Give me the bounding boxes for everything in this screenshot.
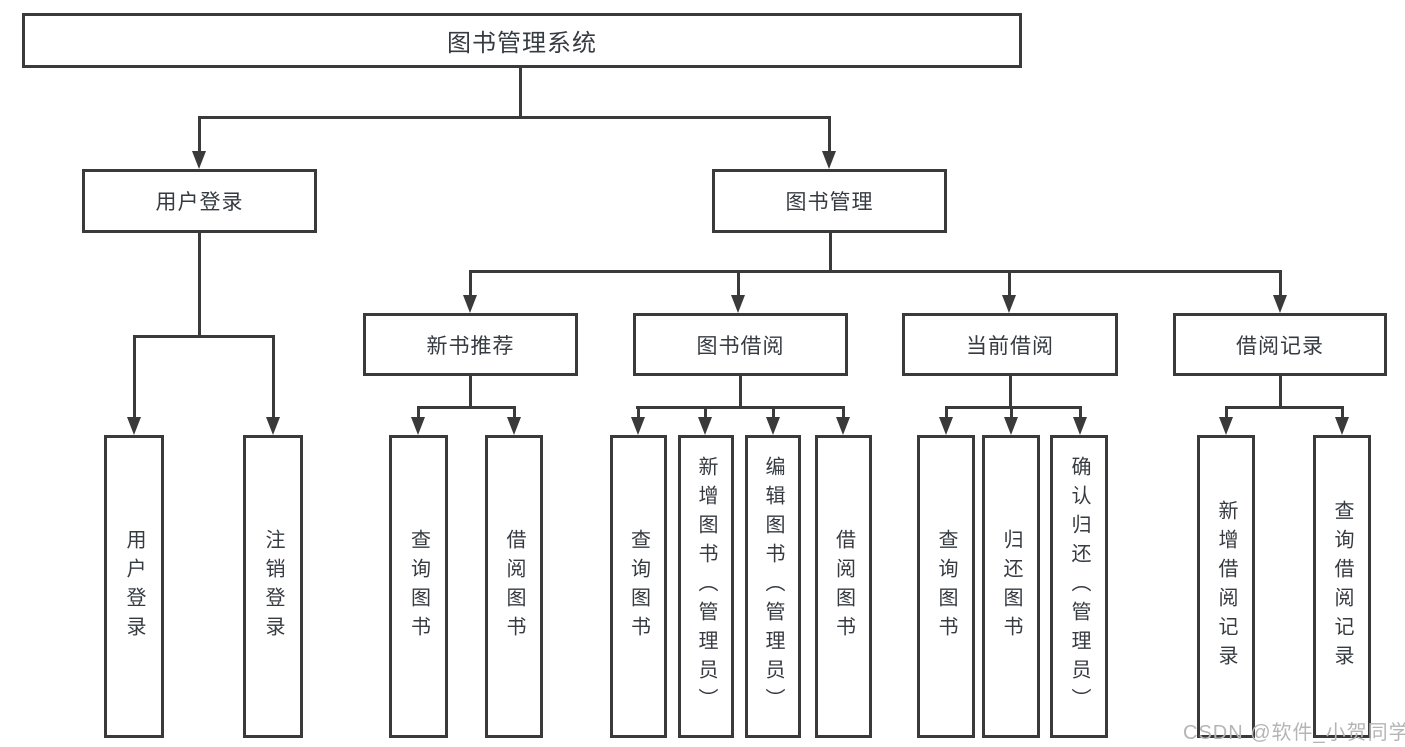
connector-bus: [417, 406, 515, 409]
connector-bus: [636, 406, 844, 409]
connector-stub: [469, 376, 472, 409]
node-library-system: 图书管理系统: [22, 13, 1022, 68]
leaf-records-add-record: 新增借阅记录: [1197, 435, 1255, 738]
arrow-down-icon: [1273, 295, 1287, 313]
leaf-current-confirm-return-admin: 确认归还（管理员）: [1050, 435, 1108, 738]
csdn-watermark: CSDN @软件_小贺同学: [1183, 722, 1405, 744]
connector-drop: [417, 406, 420, 421]
connector-stub: [198, 233, 201, 338]
connector-drop: [198, 116, 201, 155]
arrow-down-icon: [1219, 417, 1233, 435]
arrow-down-icon: [836, 417, 850, 435]
connector-level2-bus: [469, 270, 1281, 273]
arrow-down-icon: [266, 417, 280, 435]
leaf-borrow-edit-books-admin: 编辑图书（管理员）: [745, 435, 801, 738]
node-user-login: 用户登录: [82, 169, 317, 233]
connector-bus: [1225, 406, 1343, 409]
connector-drop: [272, 335, 275, 421]
node-new-book-recommend: 新书推荐: [363, 313, 578, 376]
arrow-down-icon: [1073, 417, 1087, 435]
connector-drop: [945, 406, 948, 421]
arrow-down-icon: [127, 417, 141, 435]
node-current-borrow: 当前借阅: [902, 313, 1118, 376]
connector-drop: [1010, 406, 1013, 421]
arrow-down-icon: [766, 417, 780, 435]
connector-stub: [1279, 376, 1282, 409]
connector-drop: [469, 270, 472, 299]
node-book-management: 图书管理: [712, 169, 947, 233]
node-borrow-records: 借阅记录: [1173, 313, 1387, 376]
leaf-borrow-borrow-books: 借阅图书: [815, 435, 872, 738]
node-book-borrow: 图书借阅: [633, 313, 848, 376]
connector-level1-bus: [198, 116, 831, 119]
connector-bus: [133, 335, 274, 338]
leaf-logout: 注销登录: [243, 435, 303, 738]
arrow-down-icon: [463, 295, 477, 313]
arrow-down-icon: [192, 151, 206, 169]
leaf-current-query-books: 查询图书: [917, 435, 975, 738]
connector-stub: [829, 233, 832, 273]
connector-drop: [1225, 406, 1228, 421]
connector-drop: [1341, 406, 1344, 421]
arrow-down-icon: [1002, 295, 1016, 313]
connector-bus: [945, 406, 1081, 409]
leaf-user-login: 用户登录: [104, 435, 164, 738]
arrow-down-icon: [507, 417, 521, 435]
arrow-down-icon: [698, 417, 712, 435]
connector-drop: [704, 406, 707, 421]
arrow-down-icon: [939, 417, 953, 435]
connector-drop: [1279, 270, 1282, 299]
arrow-down-icon: [731, 295, 745, 313]
connector-drop: [1079, 406, 1082, 421]
arrow-down-icon: [1335, 417, 1349, 435]
leaf-records-query-record: 查询借阅记录: [1313, 435, 1371, 738]
arrow-down-icon: [822, 151, 836, 169]
connector-drop: [737, 270, 740, 299]
connector-drop: [828, 116, 831, 155]
connector-drop: [1008, 270, 1011, 299]
connector-stub: [1009, 376, 1012, 409]
connector-drop: [842, 406, 845, 421]
arrow-down-icon: [631, 417, 645, 435]
leaf-borrow-query-books: 查询图书: [610, 435, 667, 738]
leaf-recommend-query-books: 查询图书: [389, 435, 448, 738]
leaf-borrow-add-books-admin: 新增图书（管理员）: [678, 435, 734, 738]
leaf-recommend-borrow-books: 借阅图书: [485, 435, 543, 738]
leaf-current-return-books: 归还图书: [982, 435, 1040, 738]
connector-drop: [133, 335, 136, 421]
arrow-down-icon: [1004, 417, 1018, 435]
connector-drop: [513, 406, 516, 421]
connector-stub: [739, 376, 742, 409]
connector-drop: [772, 406, 775, 421]
connector-root-stub: [519, 68, 522, 119]
connector-drop: [637, 406, 640, 421]
arrow-down-icon: [411, 417, 425, 435]
